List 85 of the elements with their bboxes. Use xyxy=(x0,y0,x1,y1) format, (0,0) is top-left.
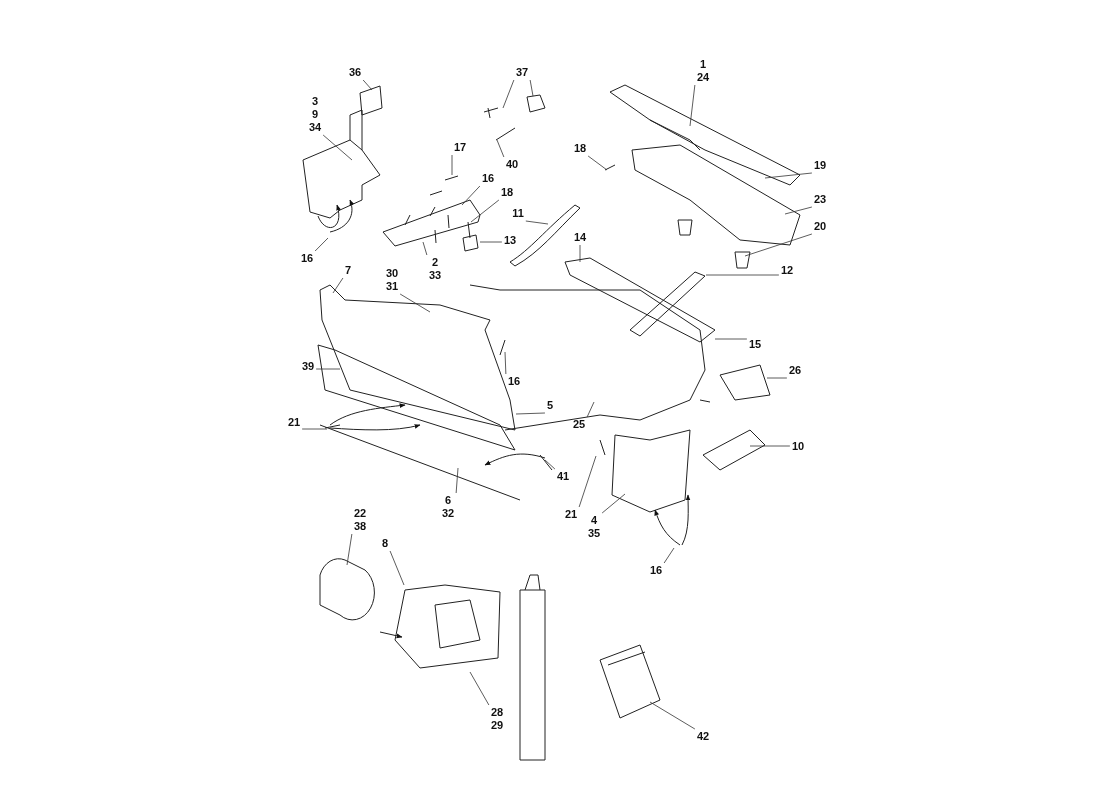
callout-number: 8 xyxy=(381,537,389,550)
callout-number: 1 xyxy=(699,58,707,71)
leader-line xyxy=(515,412,546,415)
leader-line xyxy=(346,533,353,566)
callout-number: 36 xyxy=(348,66,362,79)
leader-line xyxy=(461,185,481,206)
callout-number: 30 xyxy=(385,267,399,280)
leader-line xyxy=(504,351,507,375)
callout-number: 21 xyxy=(287,416,301,429)
leader-line xyxy=(479,241,503,243)
leader-line xyxy=(322,134,353,161)
callout-number: 16 xyxy=(481,172,495,185)
leader-line xyxy=(578,455,597,508)
callout-number: 21 xyxy=(564,508,578,521)
callout-number: 19 xyxy=(813,159,827,172)
callout-number: 16 xyxy=(649,564,663,577)
leader-line xyxy=(496,139,505,158)
callout-number: 31 xyxy=(385,280,399,293)
callout-number: 5 xyxy=(546,399,554,412)
leader-line xyxy=(362,79,373,91)
callout-number: 34 xyxy=(308,121,322,134)
leader-line xyxy=(502,79,515,109)
callout-number: 18 xyxy=(573,142,587,155)
callout-number: 24 xyxy=(696,71,710,84)
leader-line xyxy=(455,467,459,494)
leader-line xyxy=(389,550,405,586)
callout-number: 32 xyxy=(441,507,455,520)
leader-line xyxy=(649,701,696,730)
leader-line xyxy=(766,377,788,379)
leader-line xyxy=(315,368,341,370)
callout-number: 16 xyxy=(300,252,314,265)
callout-number: 40 xyxy=(505,158,519,171)
callout-number: 6 xyxy=(444,494,452,507)
callout-number: 10 xyxy=(791,440,805,453)
callout-number: 39 xyxy=(301,360,315,373)
callout-number: 35 xyxy=(587,527,601,540)
leader-line xyxy=(470,199,500,223)
callout-number: 12 xyxy=(780,264,794,277)
callout-number: 23 xyxy=(813,193,827,206)
callout-number: 33 xyxy=(428,269,442,282)
callout-number: 20 xyxy=(813,220,827,233)
leader-line xyxy=(663,547,675,564)
callout-number: 22 xyxy=(353,507,367,520)
callout-number: 29 xyxy=(490,719,504,732)
callout-number: 25 xyxy=(572,418,586,431)
leader-line xyxy=(525,220,549,225)
callout-number: 16 xyxy=(507,375,521,388)
leader-line xyxy=(705,274,780,276)
callout-number: 13 xyxy=(503,234,517,247)
callout-number: 38 xyxy=(353,520,367,533)
callout-number: 14 xyxy=(573,231,587,244)
callout-number: 28 xyxy=(490,706,504,719)
callout-number: 42 xyxy=(696,730,710,743)
leader-line xyxy=(544,459,556,470)
callout-number: 18 xyxy=(500,186,514,199)
leader-line xyxy=(301,428,328,430)
callout-number: 11 xyxy=(512,207,524,220)
callout-number: 3 xyxy=(311,95,319,108)
callout-number: 9 xyxy=(311,108,319,121)
leader-line xyxy=(586,401,595,418)
leader-line xyxy=(451,154,453,176)
callout-number: 41 xyxy=(556,470,570,483)
callout-number: 4 xyxy=(590,514,598,527)
callout-number: 7 xyxy=(344,264,352,277)
callout-number: 2 xyxy=(431,256,439,269)
leader-line xyxy=(784,206,813,215)
leader-line xyxy=(399,293,431,313)
leader-line xyxy=(579,244,581,263)
leader-line xyxy=(422,241,428,256)
leader-line xyxy=(469,671,490,706)
leader-line xyxy=(601,493,626,514)
leader-line xyxy=(529,79,534,97)
leader-line xyxy=(332,277,344,294)
callout-number: 15 xyxy=(748,338,762,351)
leader-line xyxy=(764,172,813,179)
callout-number: 26 xyxy=(788,364,802,377)
callout-number: 17 xyxy=(453,141,467,154)
callout-number: 37 xyxy=(515,66,529,79)
leader-line xyxy=(714,338,748,340)
leader-line xyxy=(689,84,696,127)
leader-line xyxy=(314,237,329,252)
leader-line xyxy=(587,155,608,171)
part-box xyxy=(462,234,479,252)
leader-line xyxy=(749,445,791,447)
leader-line xyxy=(744,233,813,257)
